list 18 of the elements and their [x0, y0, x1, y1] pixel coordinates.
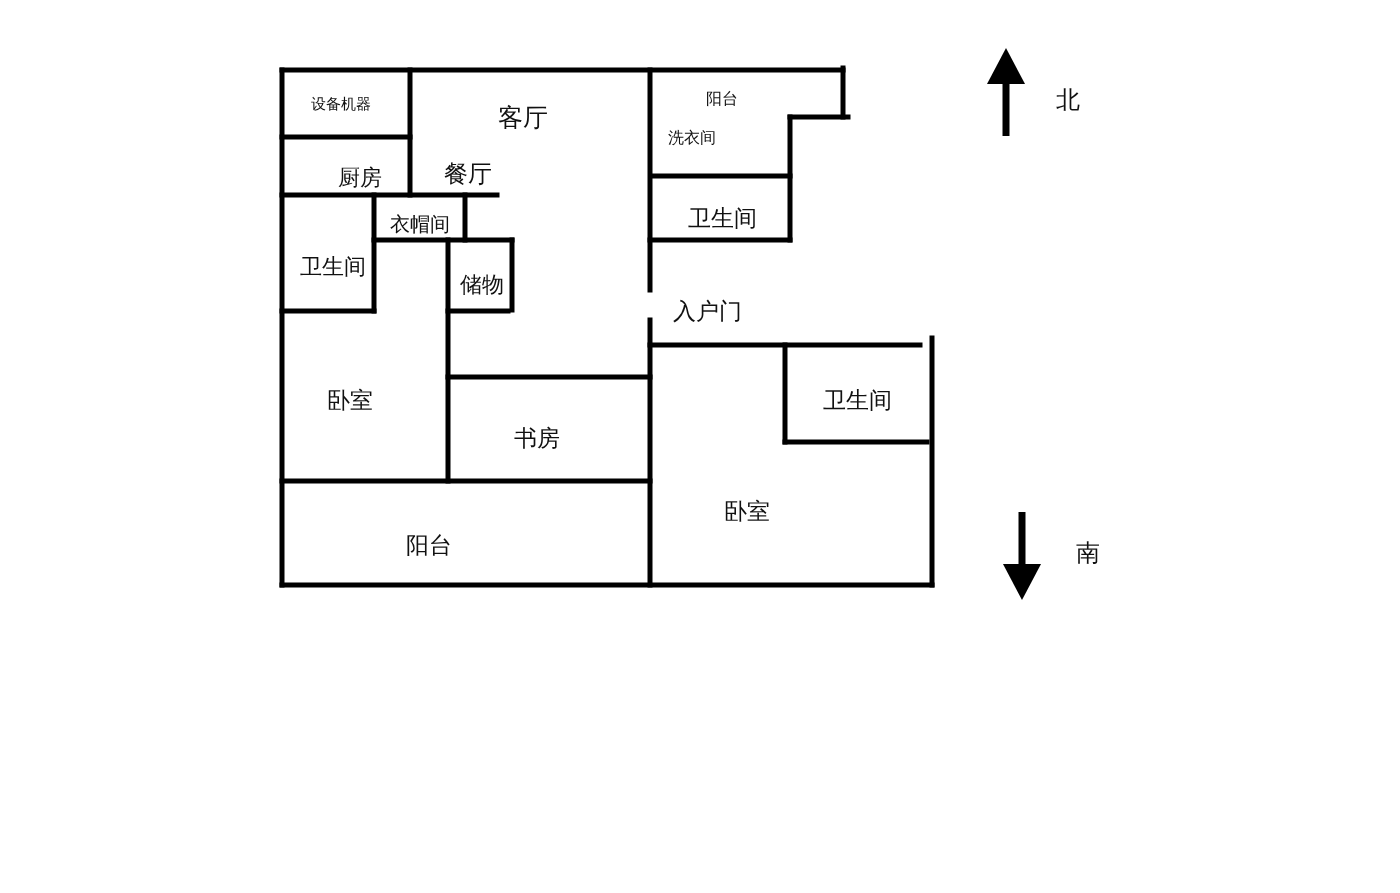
room-label: 餐厅	[444, 162, 492, 186]
room-label: 卫生间	[300, 256, 366, 278]
room-label: 储物	[460, 274, 504, 296]
room-label: 洗衣间	[668, 130, 716, 146]
room-label: 阳台	[706, 91, 738, 107]
room-label: 衣帽间	[390, 214, 450, 234]
room-label: 卧室	[724, 499, 770, 523]
compass-label: 南	[1076, 541, 1100, 565]
room-label: 卧室	[327, 388, 373, 412]
room-label: 客厅	[498, 104, 548, 130]
room-label: 设备机器	[311, 96, 371, 112]
room-label: 书房	[514, 426, 560, 450]
room-label: 卫生间	[822, 388, 892, 412]
door-label: 入户门	[672, 299, 742, 323]
room-label: 厨房	[338, 167, 382, 189]
compass-label: 北	[1056, 88, 1080, 112]
room-label: 卫生间	[687, 206, 757, 230]
room-label: 阳台	[406, 533, 452, 557]
